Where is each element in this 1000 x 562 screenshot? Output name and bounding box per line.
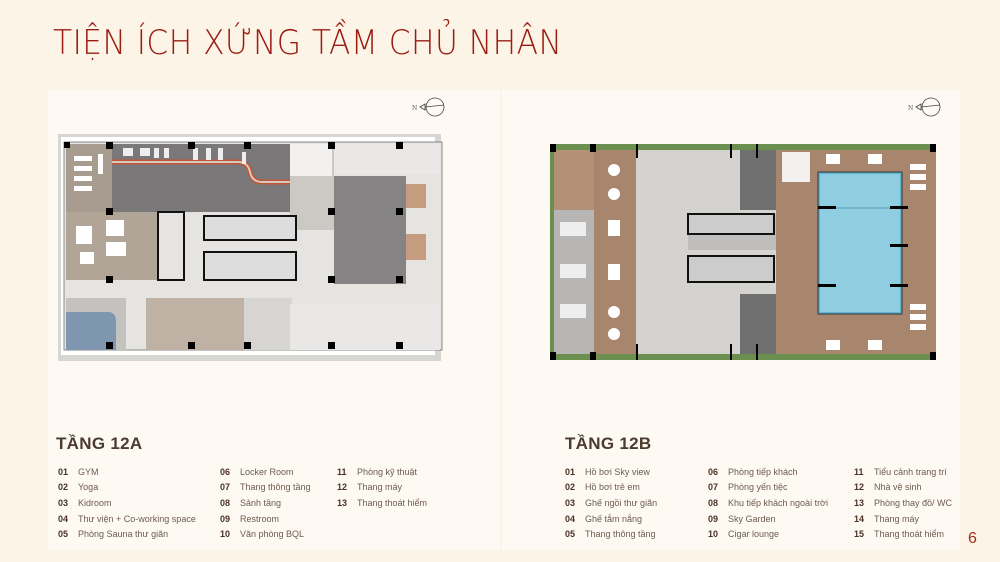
floor-12a-plan: [58, 134, 443, 361]
svg-text:N: N: [908, 105, 913, 112]
floor-12b-title: TẦNG 12B: [565, 434, 652, 453]
floor-12a-panel: N TẦNG: [48, 90, 500, 550]
page-title: TIỆN ÍCH XỨNG TẦM CHỦ NHÂN: [53, 23, 563, 63]
north-compass-icon: N: [412, 97, 445, 117]
svg-text:N: N: [412, 105, 417, 112]
floor-12b-plan: [550, 144, 936, 360]
page-number: 6: [968, 530, 977, 547]
floor-12a-title: TẦNG 12A: [56, 434, 143, 453]
north-compass-icon: N: [908, 97, 941, 117]
